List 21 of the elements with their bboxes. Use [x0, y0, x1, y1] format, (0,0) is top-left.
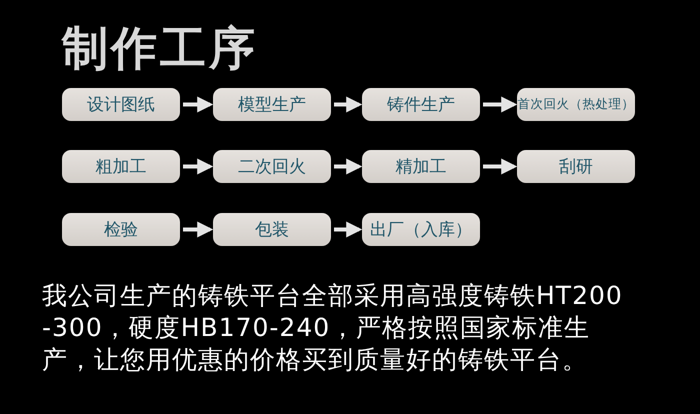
process-box: 设计图纸	[62, 88, 180, 121]
process-box: 检验	[62, 213, 180, 246]
process-box: 包装	[213, 213, 331, 246]
arrow	[483, 96, 518, 112]
description-text: 我公司生产的铸铁平台全部采用高强度铸铁HT200-300，硬度HB170-240，严格按照国家标准生产，让您用优惠的价格买到质量好的铸铁平台。	[42, 280, 624, 376]
arrow	[334, 96, 362, 112]
arrow	[183, 222, 214, 238]
process-box: 模型生产	[213, 88, 331, 121]
process-box: 二次回火	[213, 150, 331, 183]
process-box: 铸件生产	[362, 88, 480, 121]
process-box: 出厂（入库）	[362, 213, 480, 246]
process-box: 精加工	[362, 150, 480, 183]
arrow	[183, 96, 214, 112]
arrow	[483, 158, 518, 174]
arrow	[334, 158, 362, 174]
process-box: 首次回火（热处理）	[517, 88, 635, 121]
process-box: 刮研	[517, 150, 635, 183]
arrow	[183, 158, 214, 174]
process-box: 粗加工	[62, 150, 180, 183]
title: 制作工序	[62, 20, 258, 77]
arrow	[334, 222, 362, 238]
